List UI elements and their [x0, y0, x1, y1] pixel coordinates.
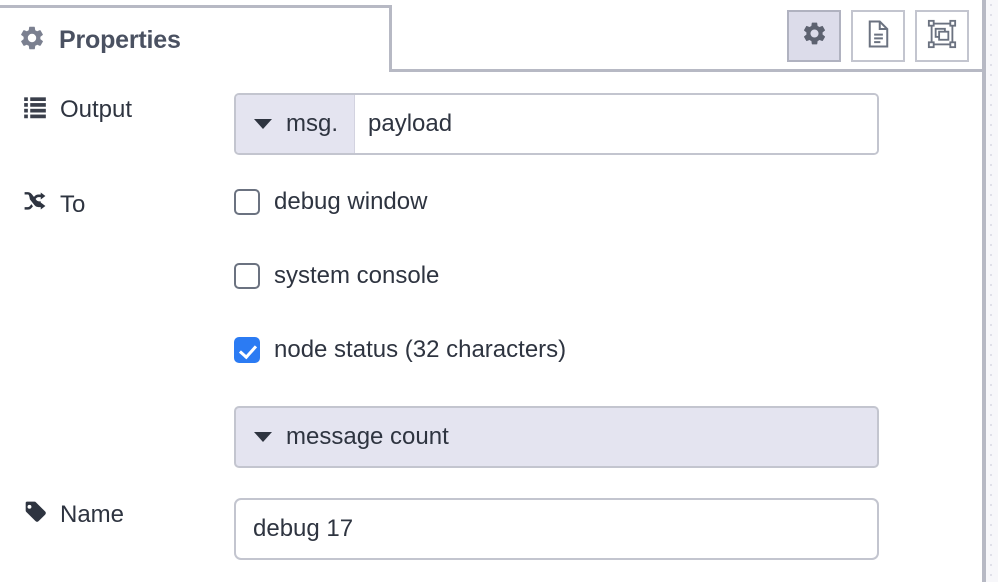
panel-resize-divider[interactable] — [982, 0, 986, 582]
status-type-row: message count — [0, 406, 982, 468]
node-status-checkbox[interactable] — [234, 337, 260, 363]
description-tab-button[interactable] — [851, 10, 905, 62]
to-option-system-console[interactable]: system console — [234, 262, 439, 290]
to-label-group: To — [0, 188, 234, 221]
appearance-tab-button[interactable] — [915, 10, 969, 62]
status-type-select[interactable]: message count — [234, 406, 879, 468]
to-row: To debug window — [0, 188, 982, 221]
properties-tab-button[interactable] — [787, 10, 841, 62]
output-row: Output msg. payload — [0, 93, 982, 155]
chevron-down-icon — [254, 432, 272, 442]
output-label-group: Output — [0, 93, 234, 126]
appearance-icon — [927, 19, 957, 54]
name-input[interactable]: debug 17 — [234, 498, 879, 560]
gear-icon — [801, 20, 828, 52]
panel-tab-buttons — [787, 10, 969, 62]
to-option-node-status-row: node status (32 characters) — [0, 336, 982, 364]
debug-window-checkbox[interactable] — [234, 189, 260, 215]
system-console-label: system console — [274, 262, 440, 289]
status-type-value: message count — [286, 423, 449, 450]
output-typed-input[interactable]: msg. payload — [234, 93, 879, 155]
tab-properties-label: Properties — [59, 25, 181, 54]
gear-icon — [18, 24, 46, 57]
tabbar-underline — [391, 69, 982, 72]
name-label-group: Name — [0, 498, 234, 531]
list-icon — [22, 93, 48, 126]
tag-icon — [22, 498, 48, 531]
to-option-node-status[interactable]: node status (32 characters) — [234, 336, 566, 364]
name-label: Name — [60, 500, 125, 528]
panel-tabbar: Properties — [0, 0, 982, 72]
output-label: Output — [60, 95, 133, 123]
tab-properties[interactable]: Properties — [0, 5, 392, 72]
output-type-selector[interactable]: msg. — [236, 95, 356, 153]
debug-window-label: debug window — [274, 188, 428, 215]
shuffle-icon — [22, 188, 48, 221]
output-type-label: msg. — [286, 110, 339, 137]
to-option-debug-window[interactable]: debug window — [234, 188, 427, 216]
output-value-input[interactable]: payload — [355, 95, 877, 153]
system-console-checkbox[interactable] — [234, 263, 260, 289]
node-status-label: node status (32 characters) — [274, 336, 567, 363]
name-row: Name debug 17 — [0, 498, 982, 560]
chevron-down-icon — [254, 119, 272, 129]
to-option-system-console-row: system console — [0, 262, 982, 290]
document-icon — [865, 19, 892, 54]
flow-canvas-grid — [986, 0, 998, 582]
to-label: To — [60, 190, 86, 218]
